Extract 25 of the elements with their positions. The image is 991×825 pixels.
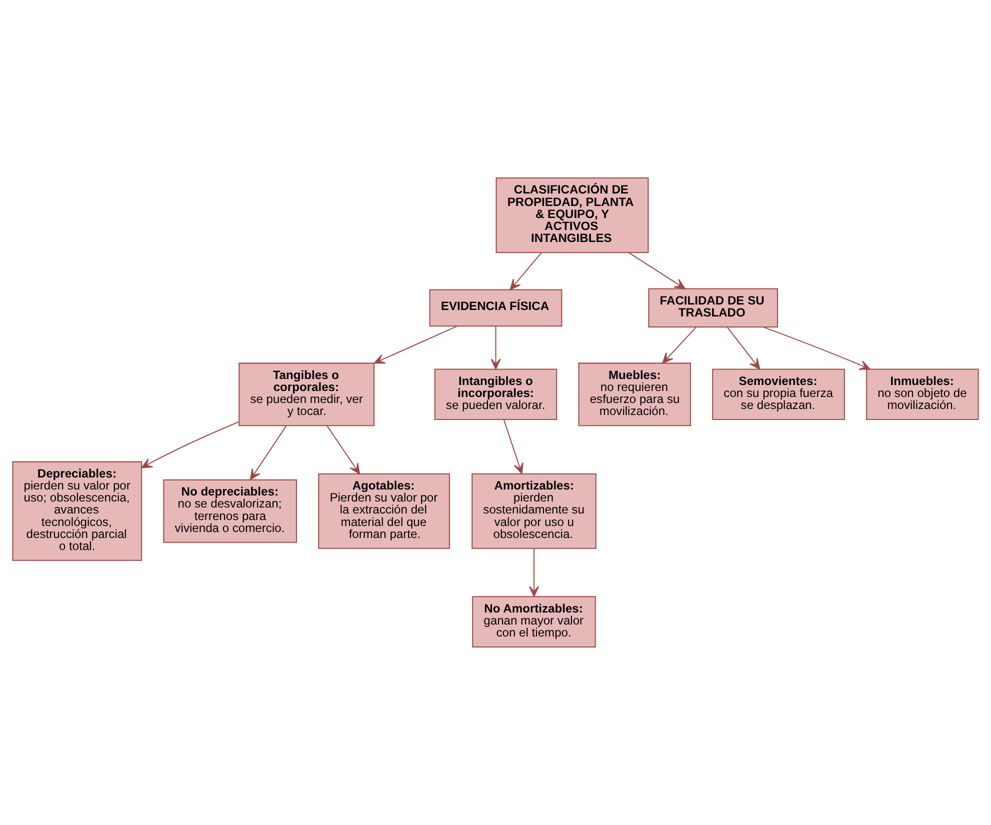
node-box: EVIDENCIA FÍSICA xyxy=(429,289,562,326)
arrow xyxy=(662,326,696,364)
arrow xyxy=(528,548,540,598)
arrow xyxy=(374,326,458,364)
arrow xyxy=(628,252,686,290)
node-box: Amortizables: pierden sostenidamente su valor por uso u obsolescencia. xyxy=(472,473,596,549)
arrow xyxy=(726,326,760,370)
node-box: No Amortizables: ganan mayor valor con el tiempo. xyxy=(472,596,596,648)
arrow xyxy=(503,420,524,474)
arrow xyxy=(510,252,542,290)
node-box: CLASIFICACIÓN DE PROPIEDAD, PLANTA & EQUIPO, Y ACTIVOS INTANGIBLES xyxy=(496,178,649,253)
node-box: Tangibles o corporales: se pueden medir, ver y tocar. xyxy=(238,362,374,426)
node-box: Muebles: no requieren esfuerzo para su movilización. xyxy=(578,362,691,426)
arrow xyxy=(490,326,501,370)
arrow xyxy=(326,426,360,474)
node-box: Semovientes: con su propia fuerza se desplazan. xyxy=(712,368,845,420)
node-box: Agotables: Pierden su valor por la extracción del material del que forman parte. xyxy=(318,473,450,549)
node-box: Depreciables: pierden su valor por uso; obsolescencia, avances tecnológicos, destrucción parcial o total. xyxy=(12,461,142,561)
node-box: No depreciables: no se desvalorizan; terrenos para vivienda o comercio. xyxy=(163,479,297,543)
arrow xyxy=(763,326,870,370)
arrow xyxy=(141,421,239,468)
node-box: Intangibles o incorporales: se pueden valorar. xyxy=(434,368,558,420)
arrow xyxy=(250,426,287,480)
node-box: FACILIDAD DE SU TRASLADO xyxy=(648,288,778,328)
node-box: Inmuebles: no son objeto de movilización. xyxy=(866,368,979,420)
